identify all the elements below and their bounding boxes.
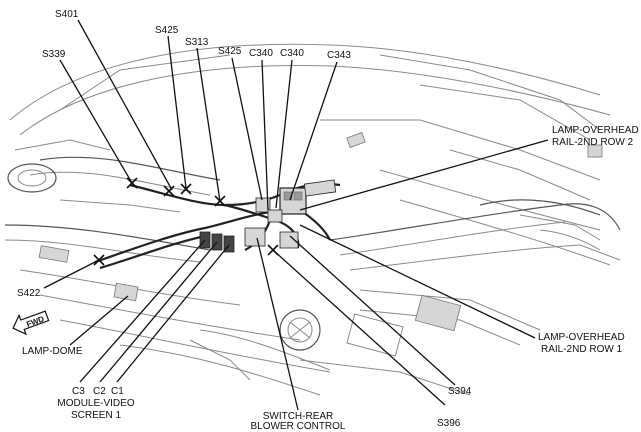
label-lamp-overhead-row2-line1: LAMP-OVERHEAD (552, 125, 639, 136)
label-lamp-overhead-row2-line2: RAIL-2ND ROW 2 (552, 137, 634, 148)
label-s422: S422 (17, 288, 41, 299)
label-switch-rear-line1: SWITCH-REAR (263, 411, 334, 422)
label-module-video-line1: MODULE-VIDEO (57, 398, 134, 409)
callout-labels: S401 S425 S313 S339 S425 C340 C340 C343 … (17, 9, 639, 432)
label-switch-rear-line2: BLOWER CONTROL (250, 421, 345, 432)
label-lamp-overhead-row1-line2: RAIL-2ND ROW 1 (541, 344, 623, 355)
label-s394: S394 (448, 386, 472, 397)
label-c340-b: C340 (280, 48, 304, 59)
label-s313: S313 (185, 37, 209, 48)
label-module-video-line2: SCREEN 1 (71, 410, 121, 421)
label-lamp-dome: LAMP-DOME (22, 346, 83, 357)
label-c343: C343 (327, 50, 351, 61)
splice-markers (93, 177, 279, 266)
roof-structure-art (4, 43, 621, 396)
forward-arrow-label: FWD (25, 314, 45, 329)
label-s425-mid: S425 (218, 46, 242, 57)
label-lamp-overhead-row1-line1: LAMP-OVERHEAD (538, 332, 625, 343)
wiring-harness-art (94, 179, 341, 270)
label-s401: S401 (55, 9, 79, 20)
label-s396: S396 (437, 418, 461, 429)
label-c340-a: C340 (249, 48, 273, 59)
label-c2: C2 (93, 386, 106, 397)
forward-arrow: FWD (12, 310, 50, 336)
label-c1: C1 (111, 386, 124, 397)
leader-lines (43, 19, 549, 411)
label-s425-top: S425 (155, 25, 179, 36)
label-s339: S339 (42, 49, 66, 60)
label-c3: C3 (72, 386, 85, 397)
